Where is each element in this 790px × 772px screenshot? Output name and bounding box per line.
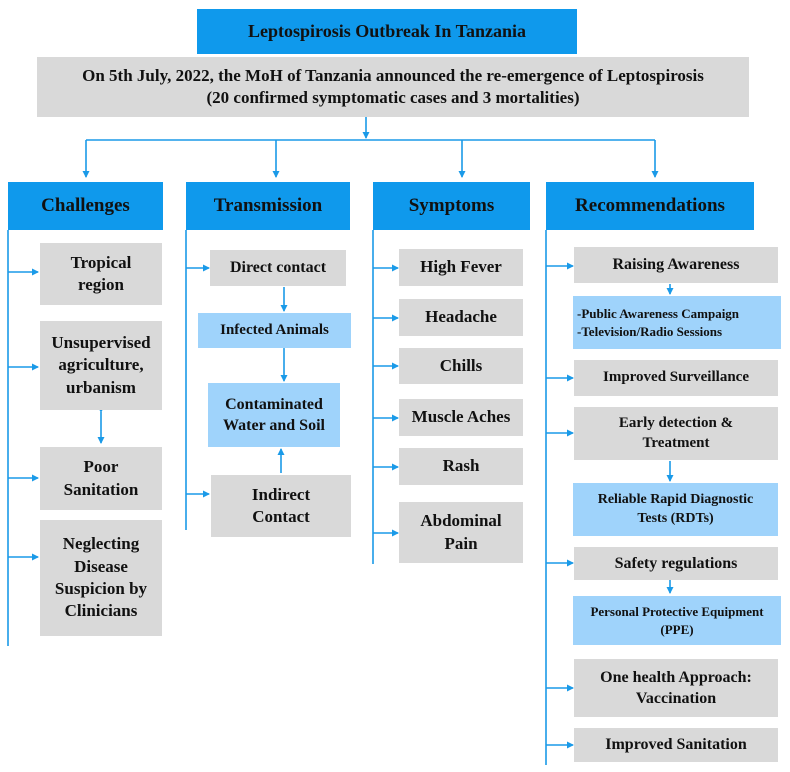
transmission-direct-contact: Direct contact [210, 250, 346, 286]
challenge-unsupervised-agriculture: Unsupervised agriculture, urbanism [40, 321, 162, 410]
recommendation-early-detection: Early detection & Treatment [574, 407, 778, 460]
symptom-abdominal-pain: Abdominal Pain [399, 502, 523, 563]
transmission-indirect-contact: Indirect Contact [211, 475, 351, 537]
transmission-infected-animals: Infected Animals [198, 313, 351, 348]
symptom-chills: Chills [399, 348, 523, 384]
announcement-box: On 5th July, 2022, the MoH of Tanzania a… [37, 57, 749, 117]
header-symptoms: Symptoms [373, 182, 530, 230]
recommendation-awareness-campaign: -Public Awareness Campaign -Television/R… [573, 296, 781, 349]
header-recommendations: Recommendations [546, 182, 754, 230]
symptom-rash: Rash [399, 448, 523, 485]
header-transmission: Transmission [186, 182, 350, 230]
recommendation-rapid-diagnostic-tests: Reliable Rapid Diagnostic Tests (RDTs) [573, 483, 778, 536]
symptom-muscle-aches: Muscle Aches [399, 399, 523, 436]
header-challenges: Challenges [8, 182, 163, 230]
recommendation-safety-regulations: Safety regulations [574, 547, 778, 580]
recommendation-improved-surveillance: Improved Surveillance [574, 360, 778, 396]
recommendation-one-health-vaccination: One health Approach: Vaccination [574, 659, 778, 717]
diagram-title: Leptospirosis Outbreak In Tanzania [197, 9, 577, 54]
challenge-neglecting-suspicion: Neglecting Disease Suspicion by Clinicia… [40, 520, 162, 636]
transmission-contaminated-water: Contaminated Water and Soil [208, 383, 340, 447]
recommendation-ppe: Personal Protective Equipment (PPE) [573, 596, 781, 645]
symptom-headache: Headache [399, 299, 523, 336]
symptom-high-fever: High Fever [399, 249, 523, 286]
recommendation-improved-sanitation: Improved Sanitation [574, 728, 778, 762]
announcement-line-1: On 5th July, 2022, the MoH of Tanzania a… [82, 65, 704, 85]
challenge-poor-sanitation: Poor Sanitation [40, 447, 162, 510]
recommendation-raising-awareness: Raising Awareness [574, 247, 778, 283]
challenge-tropical-region: Tropical region [40, 243, 162, 305]
announcement-line-2: (20 confirmed symptomatic cases and 3 mo… [206, 88, 580, 107]
